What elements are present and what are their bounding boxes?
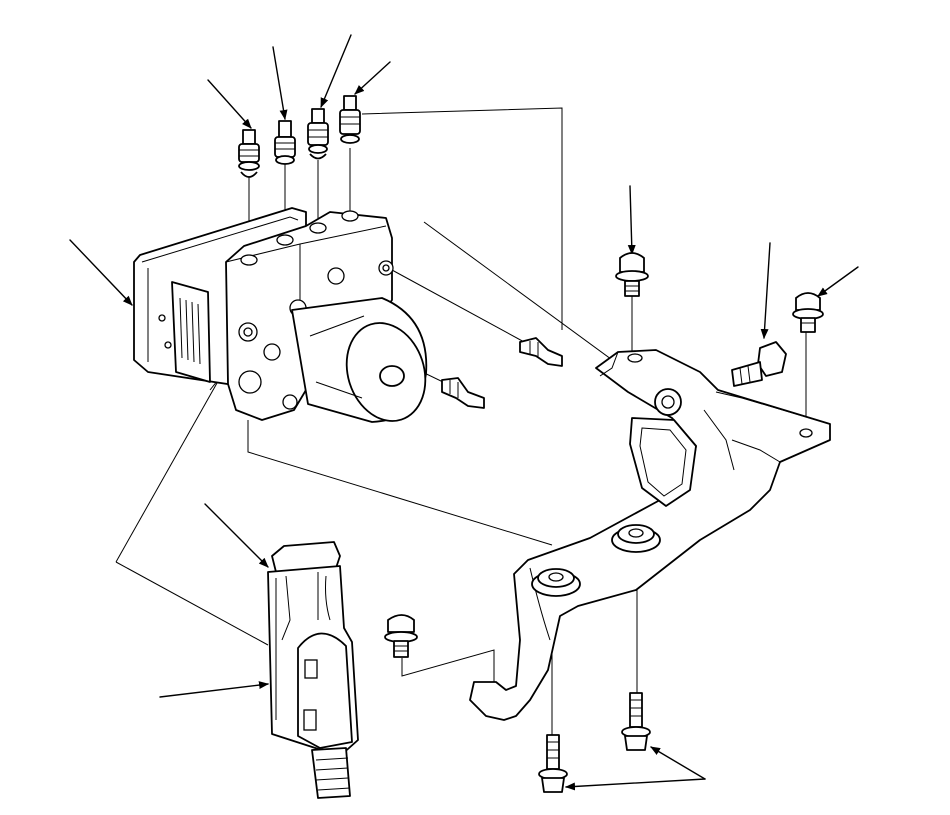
mounting-bracket	[469, 349, 831, 721]
fitting-4	[339, 95, 361, 144]
bracket-bolt-left	[538, 734, 568, 793]
hex-bolt-horizontal	[731, 341, 787, 387]
flange-bolt-mid	[384, 614, 418, 658]
callout-leaders	[69, 34, 859, 791]
side-fitting-1	[519, 337, 563, 367]
flange-bolt-right	[792, 292, 824, 333]
bracket-bolt-right	[621, 692, 651, 751]
fitting-3	[307, 108, 329, 160]
ecu-connector-socket	[171, 281, 211, 383]
abs-modulator	[133, 207, 428, 423]
flange-bolt-top	[615, 252, 649, 297]
harness-connector	[267, 541, 359, 799]
side-fitting-2	[441, 377, 485, 409]
fitting-2	[274, 120, 296, 165]
fitting-1	[238, 129, 260, 178]
